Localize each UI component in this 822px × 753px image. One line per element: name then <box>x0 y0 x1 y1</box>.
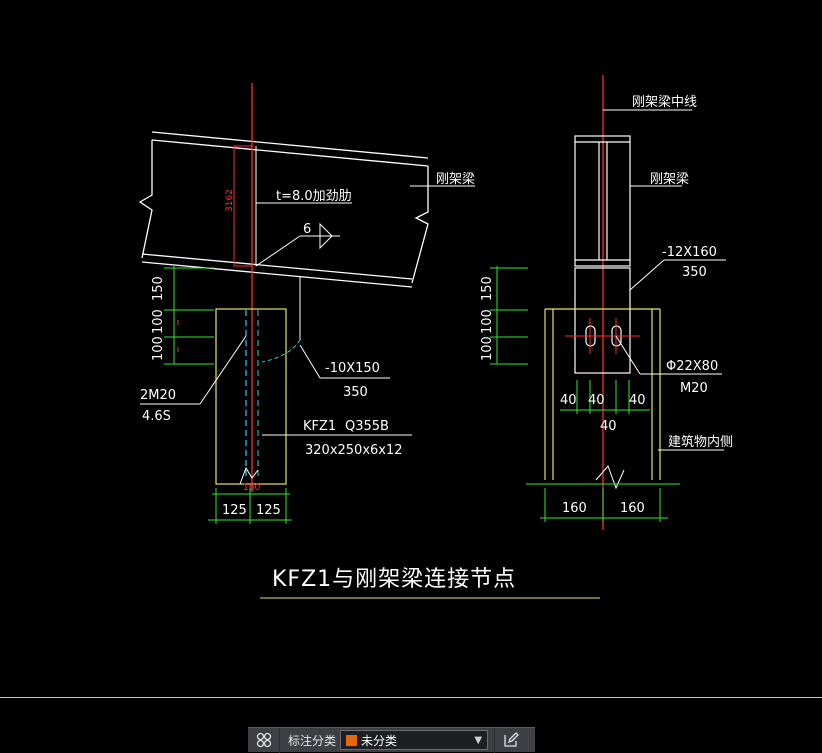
left-dim-v-1: 150 <box>151 276 166 301</box>
layout-grid-button[interactable] <box>248 727 280 753</box>
stiffener-label: t=8.0加劲肋 <box>276 189 352 204</box>
grid-icon <box>256 732 271 748</box>
left-plate-length: 350 <box>343 385 368 400</box>
right-dim-v-1: 150 <box>480 276 495 301</box>
hole-dim-3: 40 <box>629 393 646 408</box>
drawing-title: KFZ1与刚架梁连接节点 <box>272 567 516 592</box>
category-select[interactable]: 未分类 ▼ <box>340 730 489 750</box>
left-dim-b-2: 125 <box>256 503 281 518</box>
right-plate-length: 350 <box>682 265 707 280</box>
left-beam-label: 刚架梁 <box>436 172 475 187</box>
column-name: KFZ1 <box>303 419 336 434</box>
hole-dim-2: 40 <box>588 393 605 408</box>
left-bolt-spec: 2M20 <box>140 388 176 403</box>
hole-dim-center: 40 <box>600 419 617 434</box>
column-section: 320x250x6x12 <box>305 443 403 458</box>
right-dim-v-3: 100 <box>480 336 495 361</box>
right-bolt-spec: M20 <box>680 381 708 396</box>
weld-size: 6 <box>303 222 311 237</box>
left-plate-spec: -10X150 <box>325 361 380 376</box>
edit-icon <box>503 732 519 747</box>
left-dim-v-3: 100 <box>151 336 166 361</box>
left-dim-v-2: 100 <box>151 309 166 334</box>
right-dim-v-2: 100 <box>480 309 495 334</box>
right-detail: 刚架梁中线 刚架梁 -12X160 350 <box>480 75 733 530</box>
centerline-label: 刚架梁中线 <box>632 95 697 110</box>
category-label: 标注分类 <box>288 733 337 748</box>
category-swatch <box>346 734 358 746</box>
column-steel: Q355B <box>345 419 389 434</box>
right-beam-label: 刚架梁 <box>650 172 689 187</box>
right-plate-spec: -12X160 <box>662 245 717 260</box>
left-detail: 刚架梁 3162 t=8.0加劲肋 6 160 -10X150 35 <box>138 83 475 524</box>
building-inner-label: 建筑物内侧 <box>668 434 733 450</box>
hole-dim-1: 40 <box>560 393 577 408</box>
viewport-divider <box>0 697 822 698</box>
annotation-toolbar: 标注分类 未分类 ▼ <box>248 727 535 753</box>
edit-button[interactable] <box>494 727 526 753</box>
chevron-down-icon: ▼ <box>474 734 483 746</box>
hole-spec: Φ22X80 <box>666 359 718 374</box>
left-dim-b-1: 125 <box>222 503 247 518</box>
category-value: 未分类 <box>361 733 398 748</box>
right-dim-b-2: 160 <box>620 501 645 516</box>
base-small: 160 <box>243 483 260 493</box>
right-dim-b-1: 160 <box>562 501 587 516</box>
left-bolt-grade: 4.6S <box>142 409 171 424</box>
height-dim: 3162 <box>225 189 235 212</box>
